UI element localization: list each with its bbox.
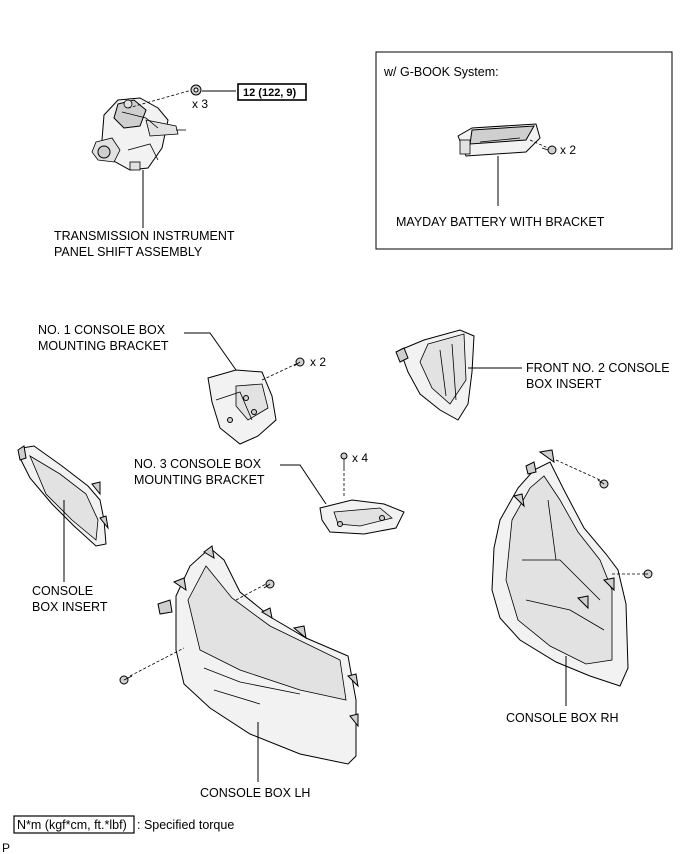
- console-box-rh-drawing: [491, 449, 629, 687]
- shift-nut-dash-line: [127, 89, 193, 109]
- no1-bracket-drawing: [207, 369, 277, 445]
- corner-mark: P: [2, 841, 10, 854]
- no1-bolt-dash-line: [261, 363, 297, 381]
- battery-bolt-dash-line: [529, 139, 549, 149]
- front-no2-insert-label-1: FRONT NO. 2 CONSOLE: [526, 361, 670, 375]
- lh-clip-icon: [119, 675, 133, 685]
- console-box-insert-drawing: [17, 445, 109, 547]
- console-insert-label-2: BOX INSERT: [32, 600, 108, 614]
- shift-assembly-label-2: PANEL SHIFT ASSEMBLY: [54, 245, 203, 259]
- rh-bolt-upper-dash-line: [555, 459, 601, 481]
- gbook-inset-title: w/ G-BOOK System:: [383, 65, 499, 79]
- console-rh-label: CONSOLE BOX RH: [506, 711, 619, 725]
- no3-bracket-icon: [340, 452, 348, 468]
- console-insert-label-1: CONSOLE: [32, 584, 93, 598]
- rh-clip-icon: [642, 569, 653, 579]
- legend-torque-box: [13, 815, 135, 834]
- no1-bolt-qty: x 2: [310, 355, 326, 369]
- no3-bolt-qty: x 4: [352, 451, 368, 465]
- front-no2-insert-drawing: [395, 329, 475, 421]
- battery-bolt-qty: x 2: [560, 143, 576, 157]
- shift-assembly-label-1: TRANSMISSION INSTRUMENT: [54, 229, 235, 243]
- lh-bolt-dash-line: [235, 583, 267, 601]
- shift-torque-value: 12 (122, 9): [243, 87, 297, 99]
- mayday-battery-label: MAYDAY BATTERY WITH BRACKET: [396, 215, 605, 229]
- legend-meaning: : Specified torque: [137, 818, 234, 832]
- shift-nut-qty: x 3: [192, 97, 208, 111]
- console-lh-label: CONSOLE BOX LH: [200, 786, 310, 800]
- no3-bracket-drawing: [319, 499, 405, 535]
- gbook-inset-frame: [375, 51, 673, 250]
- mayday-battery-drawing: [457, 123, 541, 157]
- lh-clip-dash-line: [129, 647, 185, 677]
- no1-bracket-label-1: NO. 1 CONSOLE BOX: [38, 323, 166, 337]
- rh-bolt-upper-icon: [597, 479, 609, 489]
- front-no2-insert-label-2: BOX INSERT: [526, 377, 602, 391]
- no3-bracket-leader: [280, 464, 327, 505]
- torque-box: [237, 83, 307, 101]
- no1-bolt-icon: [293, 357, 305, 367]
- legend-units: N*m (kgf*cm, ft.*lbf): [17, 818, 127, 832]
- shift-nut-icon: [190, 84, 202, 96]
- no1-bracket-label-2: MOUNTING BRACKET: [38, 339, 169, 353]
- no1-bracket-leader: [184, 332, 237, 371]
- console-box-lh-drawing: [157, 545, 359, 765]
- battery-bolt-icon: [541, 145, 557, 155]
- lh-bolt-icon: [263, 579, 275, 589]
- no3-bracket-label-2: MOUNTING BRACKET: [134, 473, 265, 487]
- shift-assembly-drawing: [91, 97, 186, 171]
- no3-bracket-label-1: NO. 3 CONSOLE BOX: [134, 457, 262, 471]
